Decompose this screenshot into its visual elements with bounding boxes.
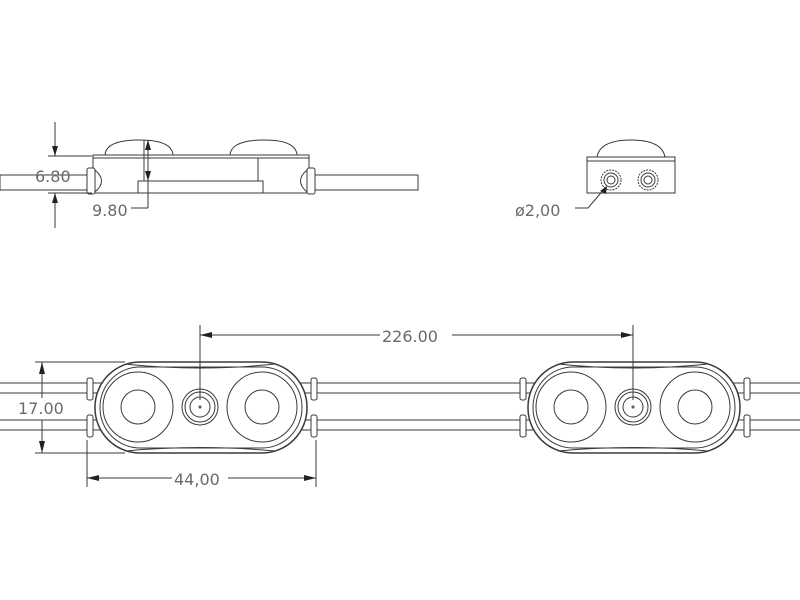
- total-height-dimension: 9.80: [92, 201, 128, 220]
- height-dimension: 6.80: [35, 167, 71, 186]
- led-module-2: [519, 361, 751, 454]
- pitch-dimension: 226.00: [382, 327, 438, 346]
- width-dimension: 17.00: [18, 399, 64, 418]
- top-view: 226.00 17.00 44,00: [0, 325, 800, 489]
- length-dimension: 44,00: [174, 470, 220, 489]
- hole-diameter-dimension: ø2,00: [515, 201, 560, 220]
- end-view: ø2,00: [515, 139, 676, 220]
- side-view: 6.80 9.80: [0, 122, 419, 228]
- led-module-1: [86, 361, 318, 454]
